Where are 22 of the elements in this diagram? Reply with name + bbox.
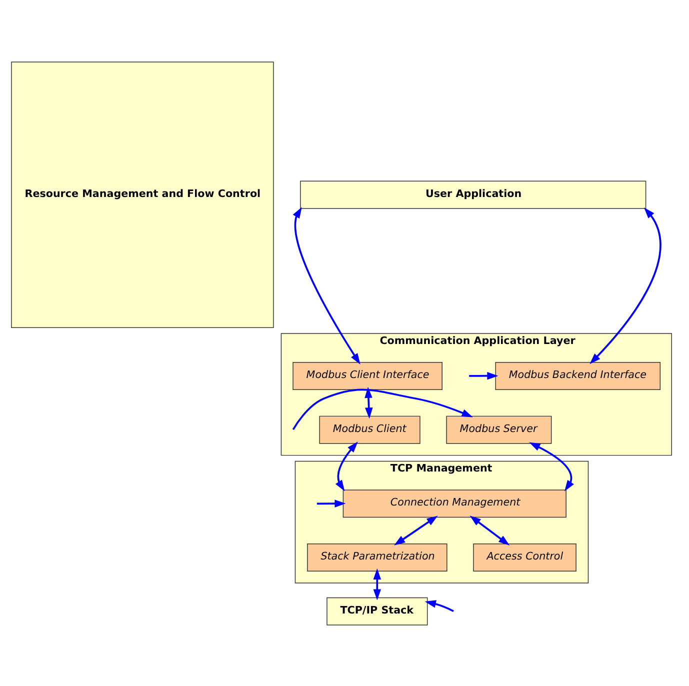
node-box: Modbus Server (446, 415, 552, 444)
arrow (292, 388, 473, 430)
node-box: Access Control (473, 543, 576, 572)
node-box: Resource Management and Flow Control (11, 61, 274, 328)
arrow (424, 600, 454, 612)
node-box: Stack Parametrization (307, 543, 448, 572)
arrow (590, 206, 662, 364)
arrow (292, 206, 360, 364)
node-box: Connection Management (342, 489, 566, 518)
arrow (469, 371, 498, 380)
node-box: Modbus Client (319, 415, 420, 444)
node-box: TCP/IP Stack (326, 596, 428, 625)
arrow (529, 442, 574, 491)
arrow (394, 515, 438, 545)
arrow (470, 515, 510, 545)
arrow (364, 386, 373, 418)
arrow (335, 441, 358, 491)
node-box: Modbus Backend Interface (495, 361, 661, 390)
arrow (373, 568, 382, 600)
arrow (316, 499, 346, 507)
node-box: User Application (300, 180, 646, 208)
node-box: Modbus Client Interface (292, 361, 442, 390)
